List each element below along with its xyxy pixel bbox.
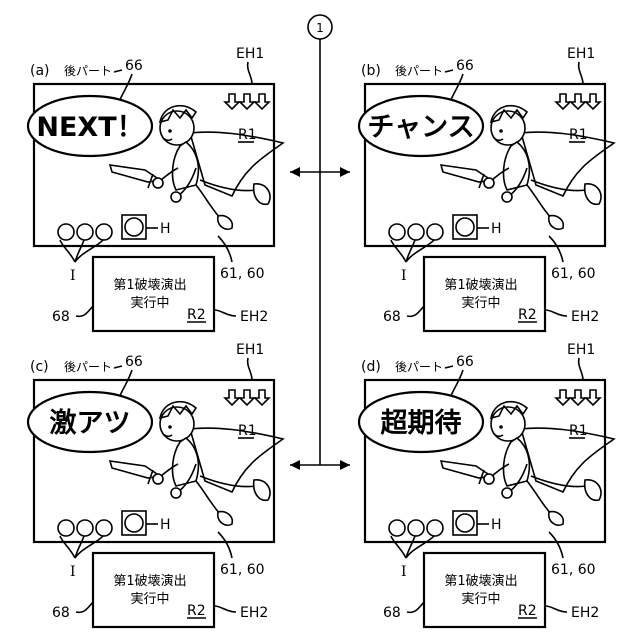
box-line-2: 実行中 bbox=[461, 295, 500, 311]
part-label: 後パート bbox=[395, 64, 443, 78]
box-line-1: 第1破壊演出 bbox=[444, 277, 517, 293]
down-arrows-icon bbox=[225, 390, 269, 405]
ref-61-60: 61, 60 bbox=[551, 562, 596, 578]
ref-i: I bbox=[401, 564, 407, 580]
ref-i: I bbox=[70, 564, 76, 580]
ref-eh2: EH2 bbox=[571, 605, 599, 621]
ref-66: 66 bbox=[456, 58, 474, 74]
panel-tag: (c) bbox=[30, 359, 49, 375]
ref-r2: R2 bbox=[518, 603, 537, 619]
ref-eh2: EH2 bbox=[240, 605, 268, 621]
part-label: 後パート bbox=[64, 360, 112, 374]
ref-eh1: EH1 bbox=[236, 46, 264, 62]
hold-indicator-icon bbox=[122, 215, 146, 239]
box-line-1: 第1破壊演出 bbox=[113, 277, 186, 293]
bubble-text: 超期待 bbox=[381, 408, 462, 439]
down-arrows-icon bbox=[225, 94, 269, 109]
box-line-1: 第1破壊演出 bbox=[444, 573, 517, 589]
ref-68: 68 bbox=[52, 309, 70, 325]
ref-61-60: 61, 60 bbox=[551, 266, 596, 282]
center-marker-label: 1 bbox=[316, 21, 324, 35]
ref-68: 68 bbox=[52, 605, 70, 621]
hold-indicator-icon bbox=[122, 511, 146, 535]
hold-indicator-icon bbox=[453, 511, 477, 535]
box-line-2: 実行中 bbox=[461, 591, 500, 607]
ref-eh2: EH2 bbox=[571, 309, 599, 325]
center-connector: 1 bbox=[290, 15, 350, 470]
indicator-lamps bbox=[58, 224, 112, 240]
panel-tag: (a) bbox=[30, 63, 50, 79]
ref-eh2: EH2 bbox=[240, 309, 268, 325]
ref-i: I bbox=[70, 268, 76, 284]
box-line-2: 実行中 bbox=[130, 295, 169, 311]
box-line-1: 第1破壊演出 bbox=[113, 573, 186, 589]
ref-h: H bbox=[160, 517, 171, 533]
bubble-text: チャンス bbox=[367, 112, 474, 143]
ref-66: 66 bbox=[125, 58, 143, 74]
ref-r2: R2 bbox=[187, 603, 206, 619]
down-arrows-icon bbox=[556, 390, 600, 405]
indicator-lamps bbox=[389, 224, 443, 240]
ref-66: 66 bbox=[125, 354, 143, 370]
indicator-lamps bbox=[389, 520, 443, 536]
ref-66: 66 bbox=[456, 354, 474, 370]
panel-tag: (b) bbox=[361, 63, 381, 79]
ref-i: I bbox=[401, 268, 407, 284]
panel-b: (b) 後パート 66 EH1 R1 チャンス H I 61, 60 第1破壊演… bbox=[359, 46, 614, 331]
ref-r2: R2 bbox=[187, 307, 206, 323]
ref-h: H bbox=[491, 517, 502, 533]
hold-indicator-icon bbox=[453, 215, 477, 239]
ref-h: H bbox=[160, 221, 171, 237]
ref-61-60: 61, 60 bbox=[220, 562, 265, 578]
ref-eh1: EH1 bbox=[567, 46, 595, 62]
bubble-text: NEXT！ bbox=[36, 112, 143, 143]
ref-68: 68 bbox=[383, 605, 401, 621]
ref-r2: R2 bbox=[518, 307, 537, 323]
part-label: 後パート bbox=[395, 360, 443, 374]
box-line-2: 実行中 bbox=[130, 591, 169, 607]
panel-a: (a) 後パート 66 EH1 R1 NEXT！ H I 61, 60 第1破壊… bbox=[28, 46, 283, 331]
panel-d: (d) 後パート 66 EH1 R1 超期待 H I 61, 60 第1破壊演出… bbox=[359, 342, 614, 627]
ref-61-60: 61, 60 bbox=[220, 266, 265, 282]
down-arrows-icon bbox=[556, 94, 600, 109]
panel-c: (c) 後パート 66 EH1 R1 激アツ H I 61, 60 第1破壊演出… bbox=[28, 342, 283, 627]
panel-tag: (d) bbox=[361, 359, 381, 375]
part-label: 後パート bbox=[64, 64, 112, 78]
indicator-lamps bbox=[58, 520, 112, 536]
ref-eh1: EH1 bbox=[236, 342, 264, 358]
ref-68: 68 bbox=[383, 309, 401, 325]
ref-h: H bbox=[491, 221, 502, 237]
ref-eh1: EH1 bbox=[567, 342, 595, 358]
bubble-text: 激アツ bbox=[50, 407, 131, 439]
